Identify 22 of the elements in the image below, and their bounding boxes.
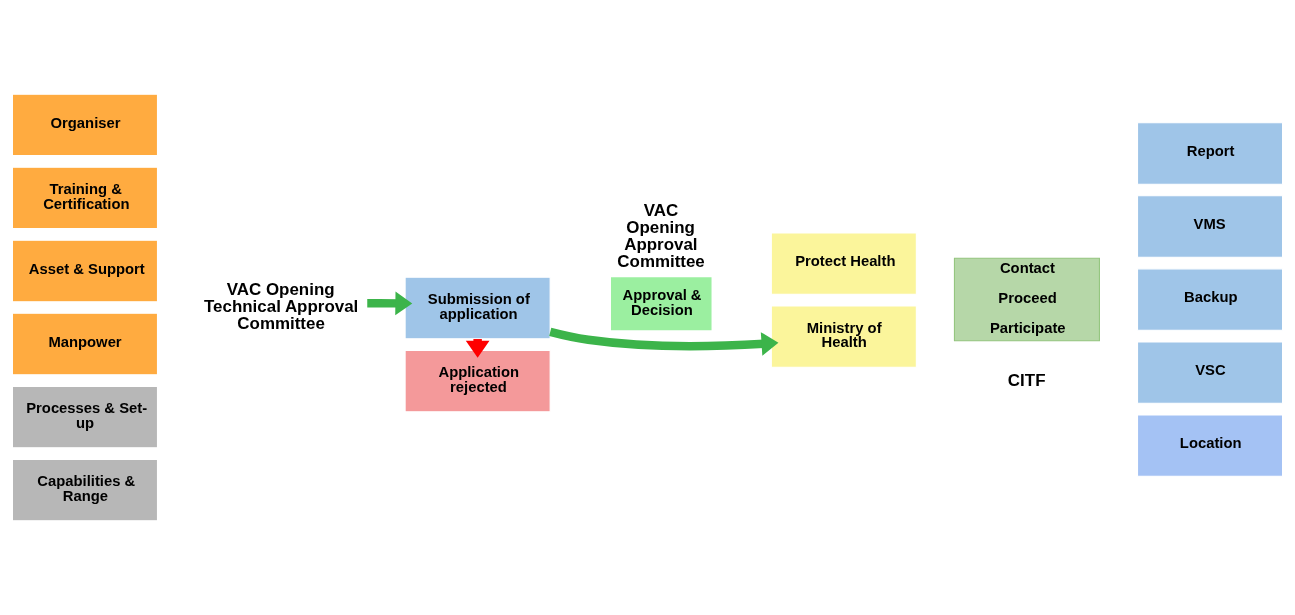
node-box: Manpower	[11, 312, 158, 376]
node-box: Approval & Decision	[611, 277, 712, 331]
node-box: Protect Health	[770, 232, 917, 295]
arrow	[549, 327, 779, 356]
label: CITF	[1007, 371, 1046, 391]
node-box: Location	[1137, 414, 1284, 477]
node-box: VMS	[1137, 195, 1284, 258]
node-box: Organiser	[11, 93, 158, 157]
node-box: Contact Proceed Participate	[953, 257, 1100, 342]
node-label: VAC Opening Approval Committee	[617, 200, 705, 271]
arrow	[367, 291, 413, 316]
node-box: Training & Certification	[11, 166, 158, 230]
node-box: Asset & Support	[11, 239, 158, 303]
node-box: Ministry of Health	[770, 305, 917, 368]
node-box: Capabilities & Range	[11, 458, 158, 522]
node-box: Submission of application	[404, 276, 551, 340]
node-box: Processes & Set-up	[11, 385, 158, 449]
node-text: VAC Opening Technical Approval Committee	[204, 280, 359, 333]
node-box: Application rejected	[404, 349, 551, 413]
node-box: Backup	[1137, 268, 1284, 331]
node-box: VSC	[1137, 341, 1284, 404]
node-box: Report	[1137, 122, 1284, 185]
